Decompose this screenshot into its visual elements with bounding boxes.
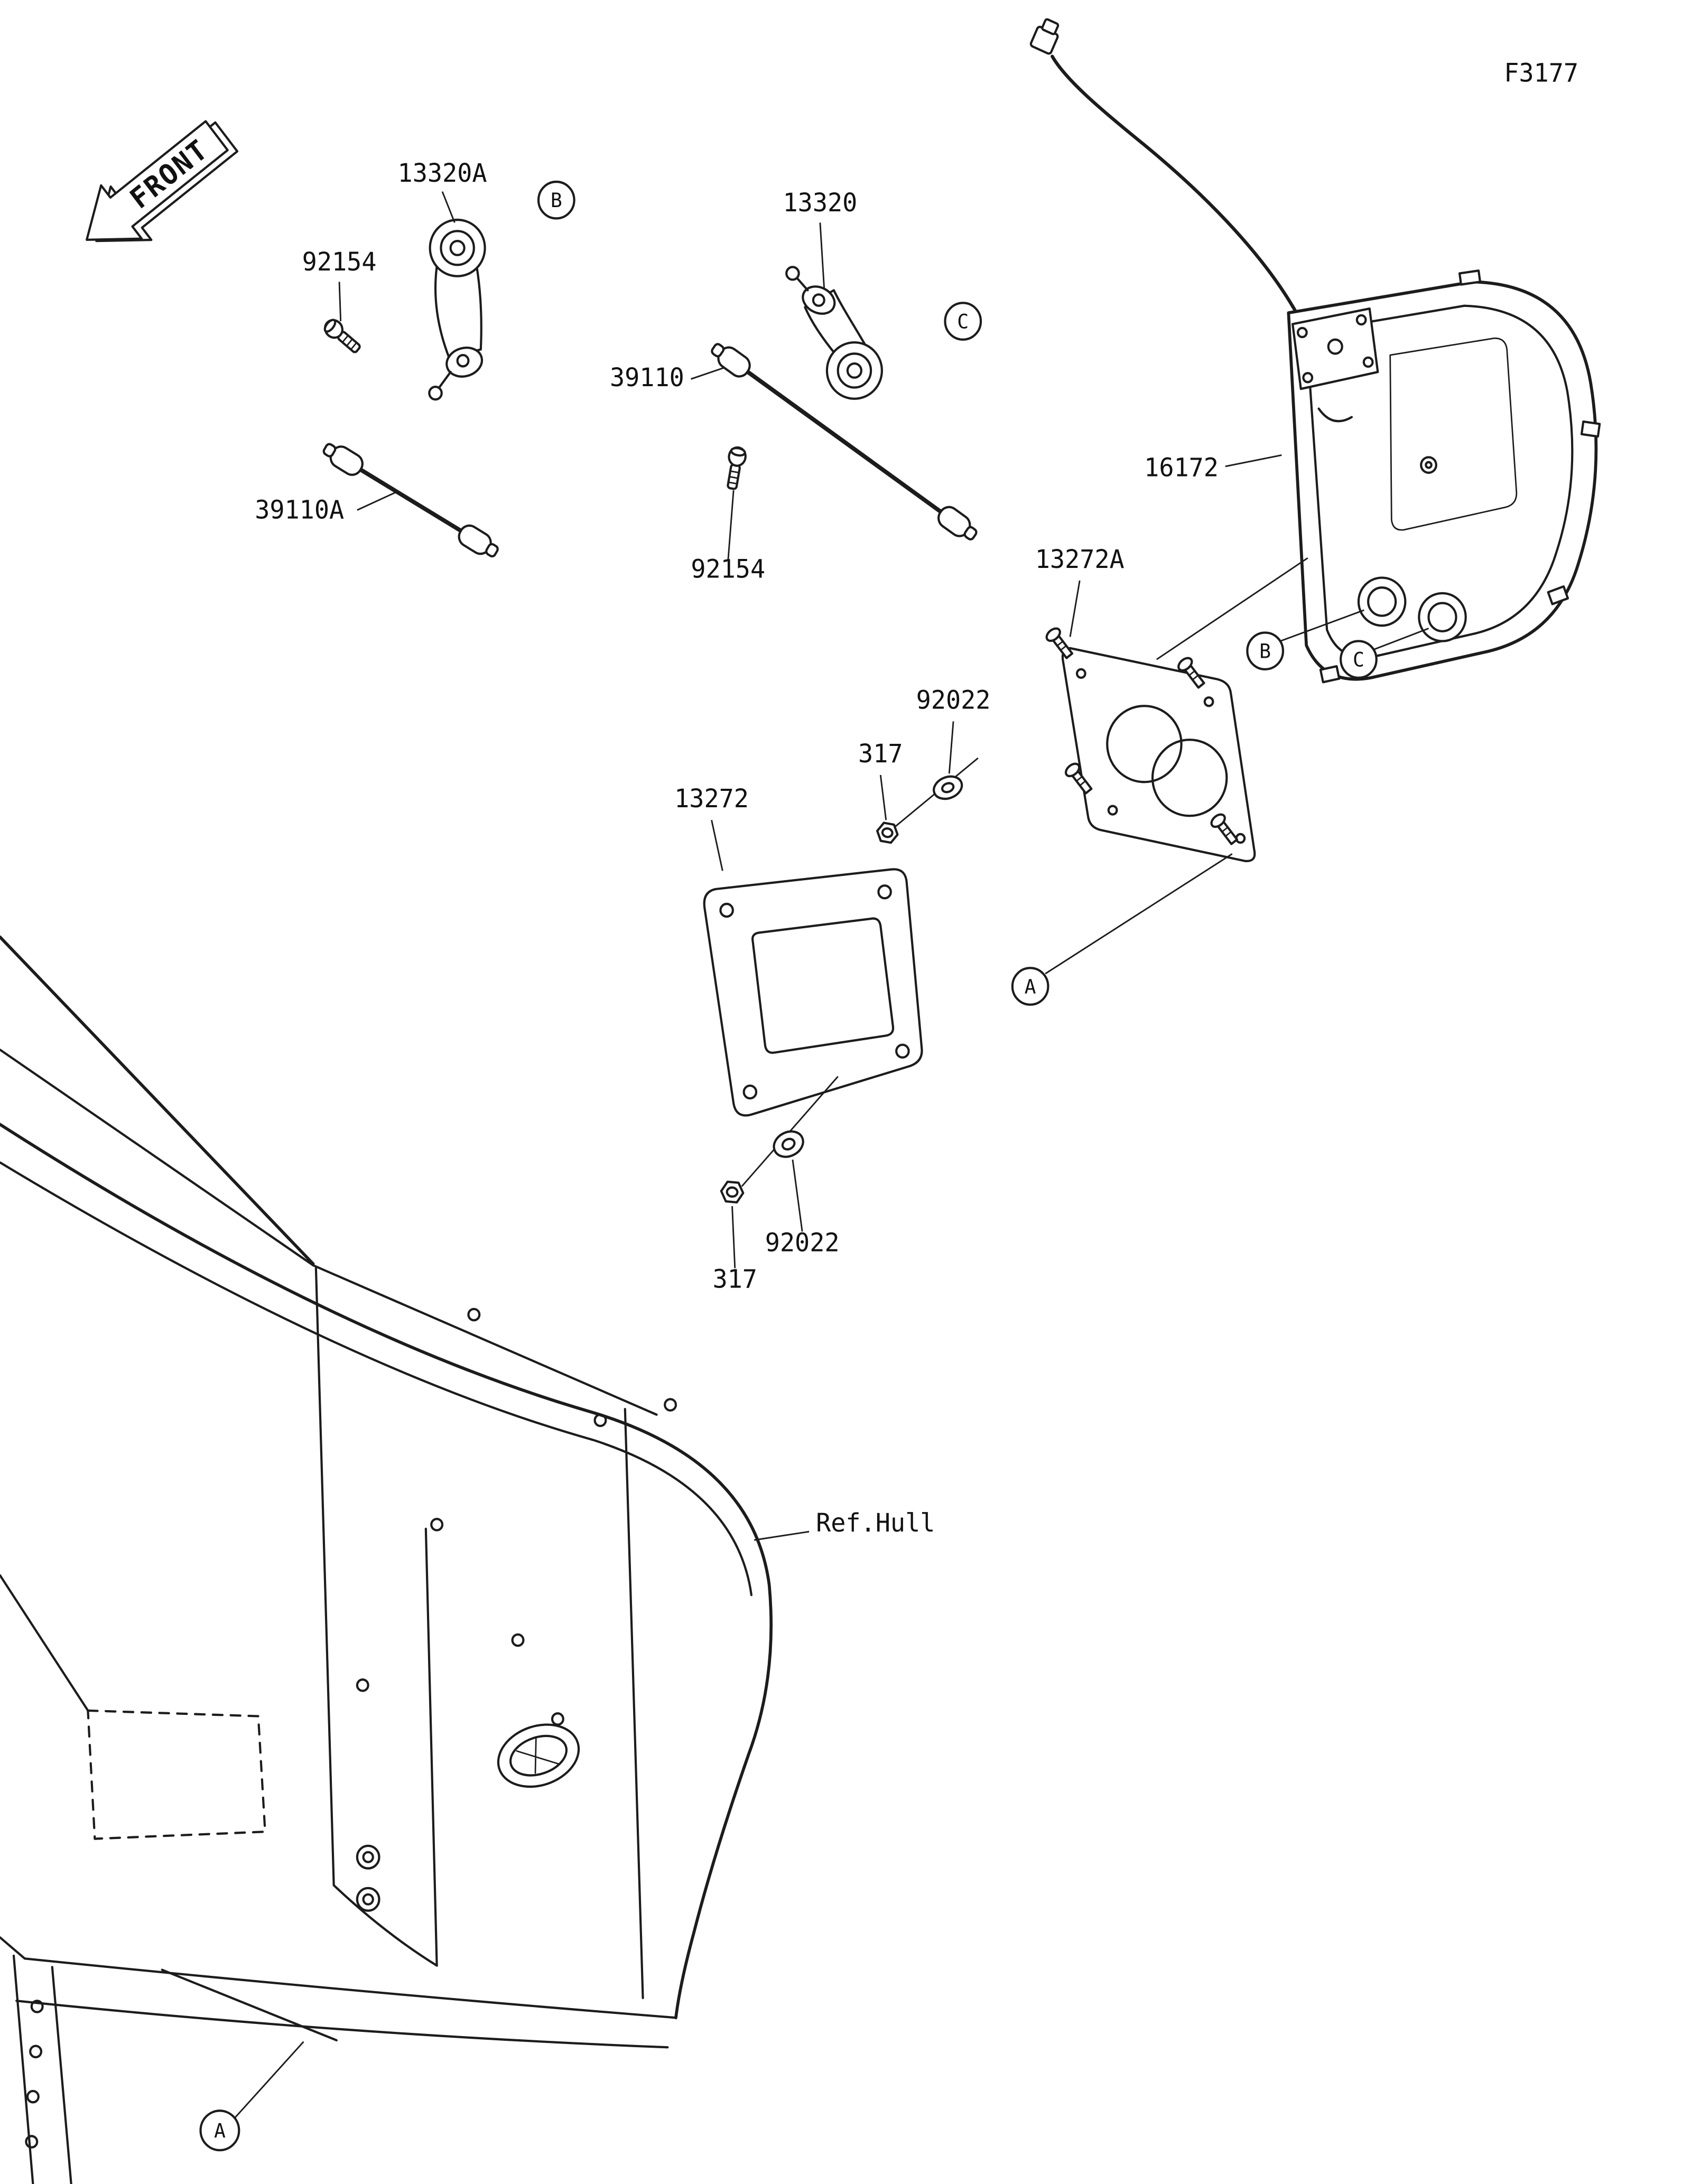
label-92022-lower: 92022 (765, 1228, 840, 1258)
label-92022-upper: 92022 (916, 686, 991, 715)
part-gasket-13272a (1045, 557, 1308, 862)
figure-code: F3177 (1504, 59, 1578, 88)
part-tierod-39110 (711, 343, 978, 541)
part-bolt-92154-mid (727, 446, 747, 490)
front-arrow-shadow (95, 121, 239, 242)
balloon-a-gasket: A (1011, 853, 1233, 1006)
front-arrow-marker: FRONT (86, 120, 239, 242)
part-case-16172 (1029, 18, 1601, 684)
svg-text:A: A (1025, 975, 1036, 998)
front-arrow-icon (86, 120, 229, 241)
callout-labels: 13320A 92154 39110A 13320 39110 92154 16… (255, 159, 1282, 1541)
part-washer-92022-lower (773, 1130, 804, 1158)
label-39110: 39110 (610, 363, 684, 393)
case-boss-b (1357, 576, 1407, 627)
part-washer-92022-upper (933, 775, 963, 800)
svg-text:C: C (957, 310, 969, 333)
svg-text:B: B (1259, 640, 1271, 663)
part-nut-317-lower (720, 1180, 745, 1204)
case-connector (1292, 307, 1379, 390)
label-ref-hull: Ref.Hull (816, 1509, 935, 1538)
part-tierod-39110a (322, 443, 499, 558)
part-bolt-92154-left (323, 319, 361, 353)
label-13320a: 13320A (398, 159, 487, 189)
balloon-c-link: C (944, 302, 982, 341)
gasket-screw-4 (1210, 813, 1238, 845)
gasket-screw-2 (1177, 657, 1205, 689)
balloon-c-case: C (1340, 628, 1429, 679)
svg-text:B: B (551, 189, 562, 212)
label-92154-left: 92154 (302, 248, 377, 277)
label-16172: 16172 (1144, 453, 1219, 483)
label-13320: 13320 (783, 189, 857, 218)
hull-hidden-panel (87, 1709, 266, 1840)
svg-text:A: A (214, 2120, 226, 2143)
cable-connector (1029, 18, 1060, 55)
part-bracket-13272 (703, 868, 923, 1117)
label-317-upper: 317 (858, 739, 903, 769)
label-13272: 13272 (674, 785, 749, 814)
balloon-a-hull: A (199, 2041, 304, 2152)
part-link-13320a (428, 218, 486, 401)
gasket-screw-3 (1064, 762, 1093, 795)
case-boss-c (1418, 592, 1467, 642)
part-link-13320 (785, 266, 883, 400)
svg-text:C: C (1353, 648, 1364, 671)
balloon-b-link: B (537, 180, 575, 220)
part-nut-317-upper (876, 822, 899, 844)
label-13272a: 13272A (1035, 545, 1125, 574)
label-317-lower: 317 (712, 1265, 757, 1294)
gasket-screw-1 (1045, 627, 1074, 659)
hull-outline (0, 935, 773, 2184)
label-39110a: 39110A (255, 496, 344, 525)
balloon-b-case: B (1246, 609, 1364, 671)
hull-pump-opening (497, 1723, 580, 1788)
